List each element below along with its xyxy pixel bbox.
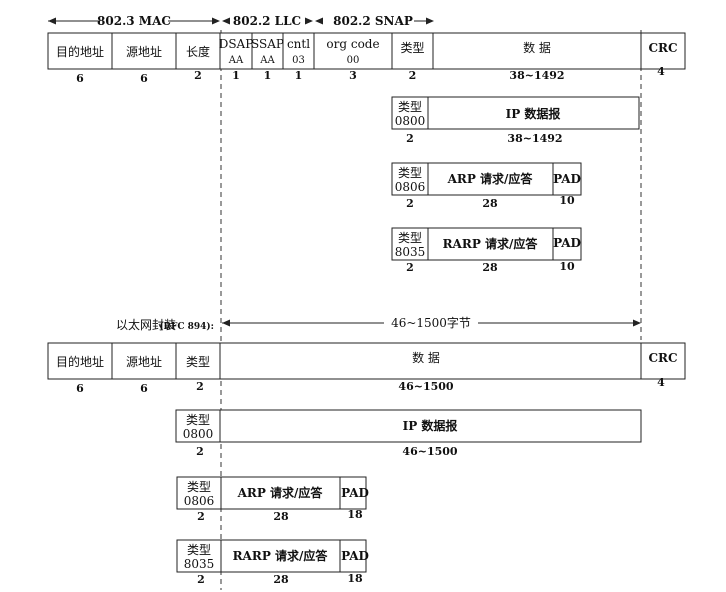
field-data: 数 据 [523,40,551,55]
size-type: 2 [409,69,417,82]
size-dsap: 1 [232,69,240,82]
ieee-rarp-pad: PAD [553,236,581,250]
ieee-rarp-type-label: 类型 [398,231,422,245]
eth-ip-datagram-frame: 类型 0800 IP 数据报 2 46~1500 [175,409,642,458]
ieee-ip-size-data: 38~1492 [507,132,562,145]
field-length: 长度 [186,44,210,59]
ieee-arp-size-type: 2 [406,197,414,210]
eth-ip-size-data: 46~1500 [402,445,457,458]
eth-rarp-size-type: 2 [197,573,205,586]
ieee-rarp-size-data: 28 [482,261,498,274]
eth-rarp-label: RARP 请求/应答 [233,548,329,563]
ieee-rarp-size-type: 2 [406,261,414,274]
field-dest-addr: 目的地址 [56,44,104,59]
eth-arp-size-pad: 18 [347,508,363,521]
ethernet-range-label: 46~1500字节 [391,315,471,330]
field-src-addr: 源地址 [126,45,162,59]
eth-size-dest-addr: 6 [76,382,84,395]
eth-arp-type-label: 类型 [187,480,211,494]
ieee-arp-size-pad: 10 [559,194,575,207]
size-org-code: 3 [349,69,357,82]
ieee-ip-datagram-label: IP 数据报 [506,106,561,121]
eth-arp-type-code: 0806 [184,494,215,508]
ieee-frame-sizes: 6 6 2 1 1 1 3 2 38~1492 4 [76,65,665,85]
eth-rarp-type-code: 8035 [184,557,215,571]
ieee-arp-frame: 类型 0806 ARP 请求/应答 PAD 2 28 10 [391,162,582,210]
eth-size-data: 46~1500 [398,380,453,393]
eth-arp-label: ARP 请求/应答 [237,485,324,500]
ethernet-title: 以太网封装 [116,317,176,332]
size-cntl: 1 [295,69,303,82]
ieee-arp-label: ARP 请求/应答 [447,171,534,186]
field-dsap: DSAP [219,37,254,51]
eth-rarp-frame: 类型 8035 RARP 请求/应答 PAD 2 28 18 [176,539,369,586]
eth-arp-pad: PAD [341,486,369,500]
size-length: 2 [194,69,202,82]
field-dsap-value: AA [228,55,244,66]
ieee-rarp-type-code: 8035 [395,245,426,259]
eth-rarp-pad: PAD [341,549,369,563]
eth-field-crc: CRC [648,351,677,365]
size-data: 38~1492 [509,69,564,82]
ethernet-caption: 以太网封装 (RFC 894): [116,317,214,332]
eth-rarp-size-data: 28 [273,573,289,586]
header-llc-label: 802.2 LLC [233,14,301,28]
eth-arp-frame: 类型 0806 ARP 请求/应答 PAD 2 28 18 [176,476,369,523]
eth-field-dest-addr: 目的地址 [56,354,104,369]
header-mac-span: 802.3 MAC [48,14,220,28]
ethernet-frame: 目的地址 源地址 类型 数 据 CRC 6 6 2 46~1500 4 [47,342,686,395]
ieee-arp-type-label: 类型 [398,166,422,180]
ieee-arp-type-code: 0806 [395,180,426,194]
field-type: 类型 [400,41,424,55]
size-src-addr: 6 [140,72,148,85]
ieee-rarp-size-pad: 10 [559,260,575,273]
ieee-arp-size-data: 28 [482,197,498,210]
ieee-ip-type-label: 类型 [398,100,422,114]
ethernet-rfc: (RFC 894): [159,321,214,332]
field-ssap-value: AA [259,55,275,66]
eth-size-type: 2 [196,380,204,393]
size-dest-addr: 6 [76,72,84,85]
header-snap-label: 802.2 SNAP [333,14,413,28]
eth-size-src-addr: 6 [140,382,148,395]
eth-arp-size-data: 28 [273,510,289,523]
ieee-frame: 目的地址 源地址 长度 DSAP AA SSAP AA cntl 03 org … [47,32,686,70]
eth-arp-size-type: 2 [197,510,205,523]
eth-ip-datagram-label: IP 数据报 [403,418,458,433]
eth-field-src-addr: 源地址 [126,355,162,369]
ieee-ip-datagram-frame: 类型 0800 IP 数据报 2 38~1492 [391,96,640,145]
eth-rarp-type-label: 类型 [187,543,211,557]
field-cntl-value: 03 [292,55,305,66]
field-crc: CRC [648,41,677,55]
eth-ip-size-type: 2 [196,445,204,458]
eth-ip-type-label: 类型 [186,413,210,427]
ieee-ip-size-type: 2 [406,132,414,145]
eth-ip-type-code: 0800 [183,427,214,441]
size-crc: 4 [657,65,665,78]
field-ssap: SSAP [251,37,284,51]
header-mac-label: 802.3 MAC [97,14,171,28]
field-org-code: org code [326,37,379,51]
header-snap-span: 802.2 SNAP [315,14,434,28]
ieee-arp-pad: PAD [553,172,581,186]
ethernet-range-span: 46~1500字节 [222,315,641,330]
field-cntl: cntl [287,37,310,51]
eth-field-type: 类型 [186,355,210,369]
ieee-ip-type-code: 0800 [395,114,426,128]
size-ssap: 1 [264,69,272,82]
eth-size-crc: 4 [657,376,665,389]
ieee-rarp-label: RARP 请求/应答 [443,236,539,251]
eth-rarp-size-pad: 18 [347,572,363,585]
header-llc-span: 802.2 LLC [222,14,313,28]
eth-field-data: 数 据 [412,350,440,365]
field-org-code-value: 00 [347,55,360,66]
ieee-rarp-frame: 类型 8035 RARP 请求/应答 PAD 2 28 10 [391,227,582,274]
